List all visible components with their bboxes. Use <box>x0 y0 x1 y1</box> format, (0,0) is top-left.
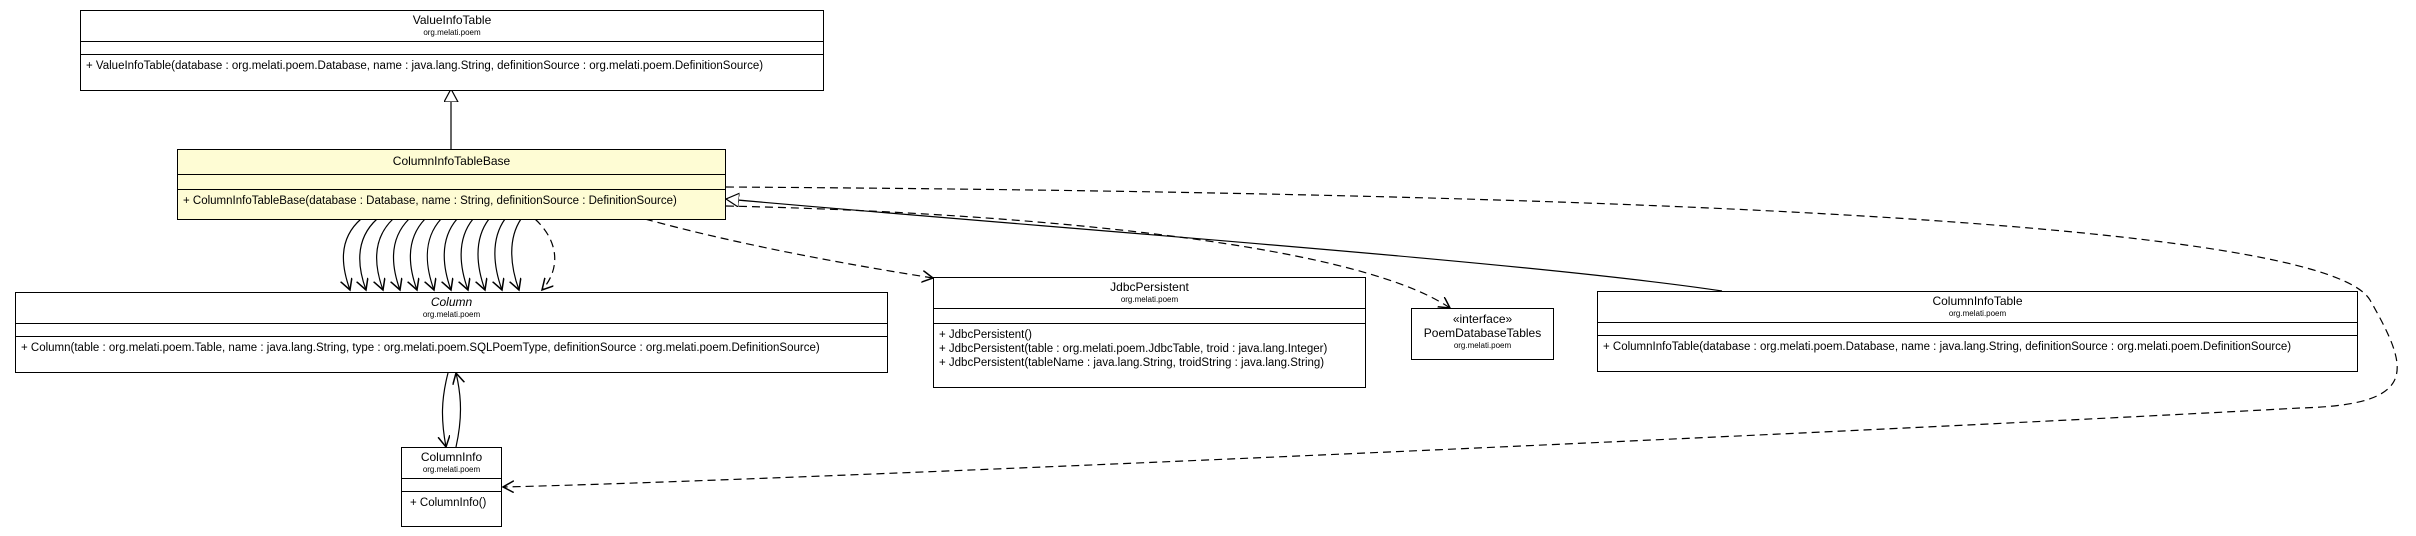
operation: + ColumnInfo() <box>410 497 487 509</box>
class-columninfotable[interactable]: ColumnInfoTable org.melati.poem + Column… <box>1597 291 2358 372</box>
attributes-compartment <box>402 479 501 492</box>
attributes-compartment <box>178 175 725 190</box>
class-header: ColumnInfoTableBase <box>178 150 725 175</box>
operations-compartment: + ColumnInfo() <box>402 492 501 514</box>
operation: + Column(table : org.melati.poem.Table, … <box>21 342 820 354</box>
operations-compartment: + ColumnInfoTableBase(database : Databas… <box>178 190 725 212</box>
interface-poemdatabasetables[interactable]: «interface» PoemDatabaseTables org.melat… <box>1411 308 1554 360</box>
package-name: org.melati.poem <box>1948 309 2007 318</box>
operations-compartment: + ColumnInfoTable(database : org.melati.… <box>1598 336 2357 358</box>
attributes-compartment <box>16 324 887 337</box>
class-header: Column org.melati.poem <box>16 293 887 324</box>
dependency-edge <box>644 218 933 278</box>
package-name: org.melati.poem <box>422 310 481 319</box>
class-name: JdbcPersistent <box>1110 280 1189 294</box>
operation: + ColumnInfoTableBase(database : Databas… <box>183 195 677 207</box>
stereotype-label: «interface» <box>1452 312 1513 326</box>
dependency-edge <box>725 205 1450 308</box>
operation: + ColumnInfoTable(database : org.melati.… <box>1603 341 2292 353</box>
class-name: PoemDatabaseTables <box>1423 326 1542 340</box>
class-column[interactable]: Column org.melati.poem + Column(table : … <box>15 292 888 373</box>
attributes-compartment <box>934 309 1365 324</box>
operation: + ValueInfoTable(database : org.melati.p… <box>86 60 764 72</box>
attributes-compartment <box>1598 323 2357 336</box>
package-name: org.melati.poem <box>1453 341 1512 350</box>
package-name: org.melati.poem <box>1120 295 1179 304</box>
operation: + JdbcPersistent() <box>939 329 1032 341</box>
operations-compartment: + ValueInfoTable(database : org.melati.p… <box>81 55 823 77</box>
class-jdbcpersistent[interactable]: JdbcPersistent org.melati.poem + JdbcPer… <box>933 277 1366 388</box>
package-name: org.melati.poem <box>423 28 481 37</box>
dependency-edge <box>503 186 2398 487</box>
association-fan <box>343 218 556 290</box>
class-columninfo[interactable]: ColumnInfo org.melati.poem + ColumnInfo(… <box>401 447 502 527</box>
class-valueinfotable[interactable]: ValueInfoTable org.melati.poem + ValueIn… <box>80 10 824 91</box>
class-header: ValueInfoTable org.melati.poem <box>81 11 823 42</box>
class-header: ColumnInfo org.melati.poem <box>402 448 501 479</box>
operations-compartment: + JdbcPersistent() + JdbcPersistent(tabl… <box>934 324 1365 374</box>
class-name: ColumnInfo <box>420 450 483 464</box>
interface-header: «interface» PoemDatabaseTables org.melat… <box>1412 309 1553 354</box>
class-name: ColumnInfoTable <box>1932 294 2023 308</box>
package-name: org.melati.poem <box>422 465 481 474</box>
association-edge <box>456 373 461 448</box>
class-header: ColumnInfoTable org.melati.poem <box>1598 292 2357 323</box>
class-name: ValueInfoTable <box>412 13 492 27</box>
class-header: JdbcPersistent org.melati.poem <box>934 278 1365 309</box>
association-edge <box>442 372 448 447</box>
attributes-compartment <box>81 42 823 55</box>
class-name: Column <box>430 295 473 309</box>
operation: + JdbcPersistent(table : org.melati.poem… <box>939 343 1328 355</box>
class-name: ColumnInfoTableBase <box>392 154 511 168</box>
operations-compartment: + Column(table : org.melati.poem.Table, … <box>16 337 887 359</box>
generalization-edge <box>726 199 1723 292</box>
operation: + JdbcPersistent(tableName : java.lang.S… <box>939 357 1325 369</box>
class-columninfotablebase[interactable]: ColumnInfoTableBase + ColumnInfoTableBas… <box>177 149 726 220</box>
